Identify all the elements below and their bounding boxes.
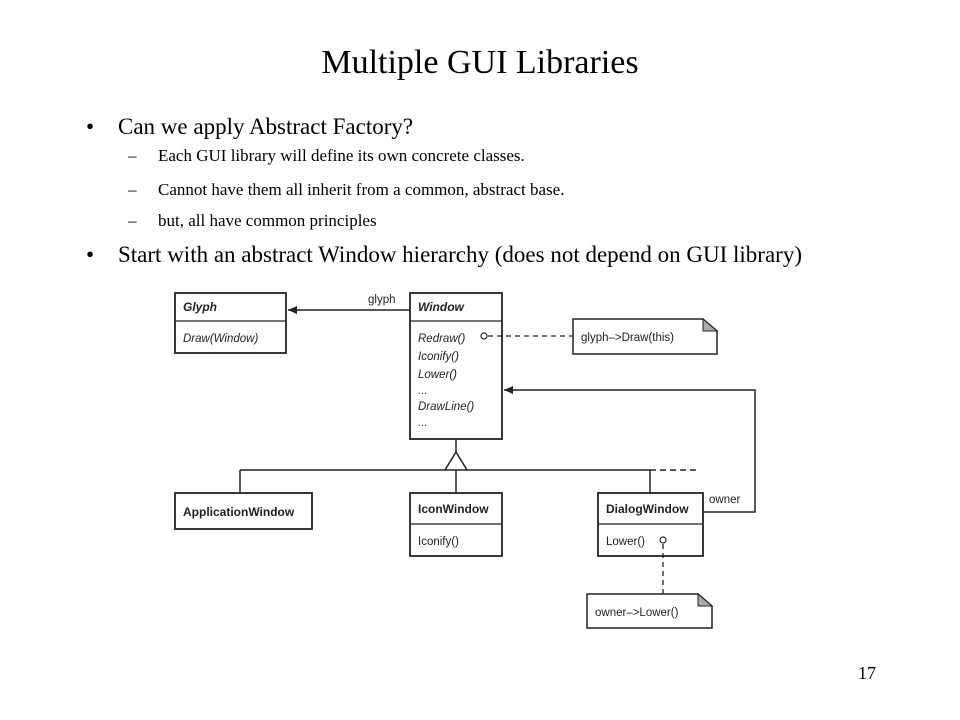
bullet-text: Can we apply Abstract Factory? bbox=[118, 114, 414, 139]
dialogwindow-class-name: DialogWindow bbox=[606, 502, 689, 516]
lower-note-text: owner–>Lower() bbox=[595, 607, 679, 619]
glyph-class-box: Glyph Draw(Window) bbox=[174, 292, 287, 354]
window-op-drawline: DrawLine() bbox=[418, 401, 474, 413]
iconwindow-class-box: IconWindow Iconify() bbox=[409, 492, 503, 557]
window-class-box: Window Redraw() Iconify() Lower() ... Dr… bbox=[409, 292, 503, 440]
window-op-redraw: Redraw() bbox=[418, 333, 465, 345]
slide-title: Multiple GUI Libraries bbox=[321, 44, 639, 81]
dash-marker: – bbox=[128, 146, 137, 165]
sub-bullet-text: Each GUI library will define its own con… bbox=[158, 146, 525, 165]
applicationwindow-class-box: ApplicationWindow bbox=[174, 492, 313, 530]
redraw-note: glyph–>Draw(this) bbox=[572, 317, 719, 355]
redraw-note-anchor bbox=[480, 332, 488, 340]
dialogwindow-class-box: DialogWindow Lower() bbox=[597, 492, 704, 557]
bullet-marker: • bbox=[86, 242, 95, 267]
owner-association-label: owner bbox=[709, 494, 740, 506]
bullet-text: Start with an abstract Window hierarchy … bbox=[118, 242, 802, 267]
sub-bullet-text: Cannot have them all inherit from a comm… bbox=[158, 180, 565, 199]
iconwindow-class-name: IconWindow bbox=[418, 502, 489, 516]
window-op-lower: Lower() bbox=[418, 369, 457, 381]
sub-bullet-text: but, all have common principles bbox=[158, 211, 377, 230]
page-number: 17 bbox=[858, 663, 876, 683]
glyph-class-name: Glyph bbox=[183, 300, 217, 314]
dialogwindow-op-lower: Lower() bbox=[606, 536, 645, 548]
redraw-note-text: glyph–>Draw(this) bbox=[581, 332, 674, 344]
window-op-iconify: Iconify() bbox=[418, 351, 459, 363]
window-op-ellipsis: ... bbox=[418, 417, 428, 429]
lower-note-anchor bbox=[659, 536, 667, 544]
iconwindow-op-iconify: Iconify() bbox=[418, 536, 459, 548]
dash-marker: – bbox=[128, 180, 137, 199]
glyph-op-draw: Draw(Window) bbox=[183, 333, 258, 345]
owner-association-line bbox=[504, 386, 756, 513]
applicationwindow-class-name: ApplicationWindow bbox=[183, 505, 295, 519]
glyph-association-label: glyph bbox=[368, 294, 396, 306]
lower-note: owner–>Lower() bbox=[586, 592, 714, 629]
dash-marker: – bbox=[128, 211, 137, 230]
window-class-name: Window bbox=[418, 300, 465, 314]
window-op-ellipsis: ... bbox=[418, 385, 428, 397]
bullet-marker: • bbox=[86, 114, 95, 139]
inheritance-lines bbox=[239, 439, 700, 493]
